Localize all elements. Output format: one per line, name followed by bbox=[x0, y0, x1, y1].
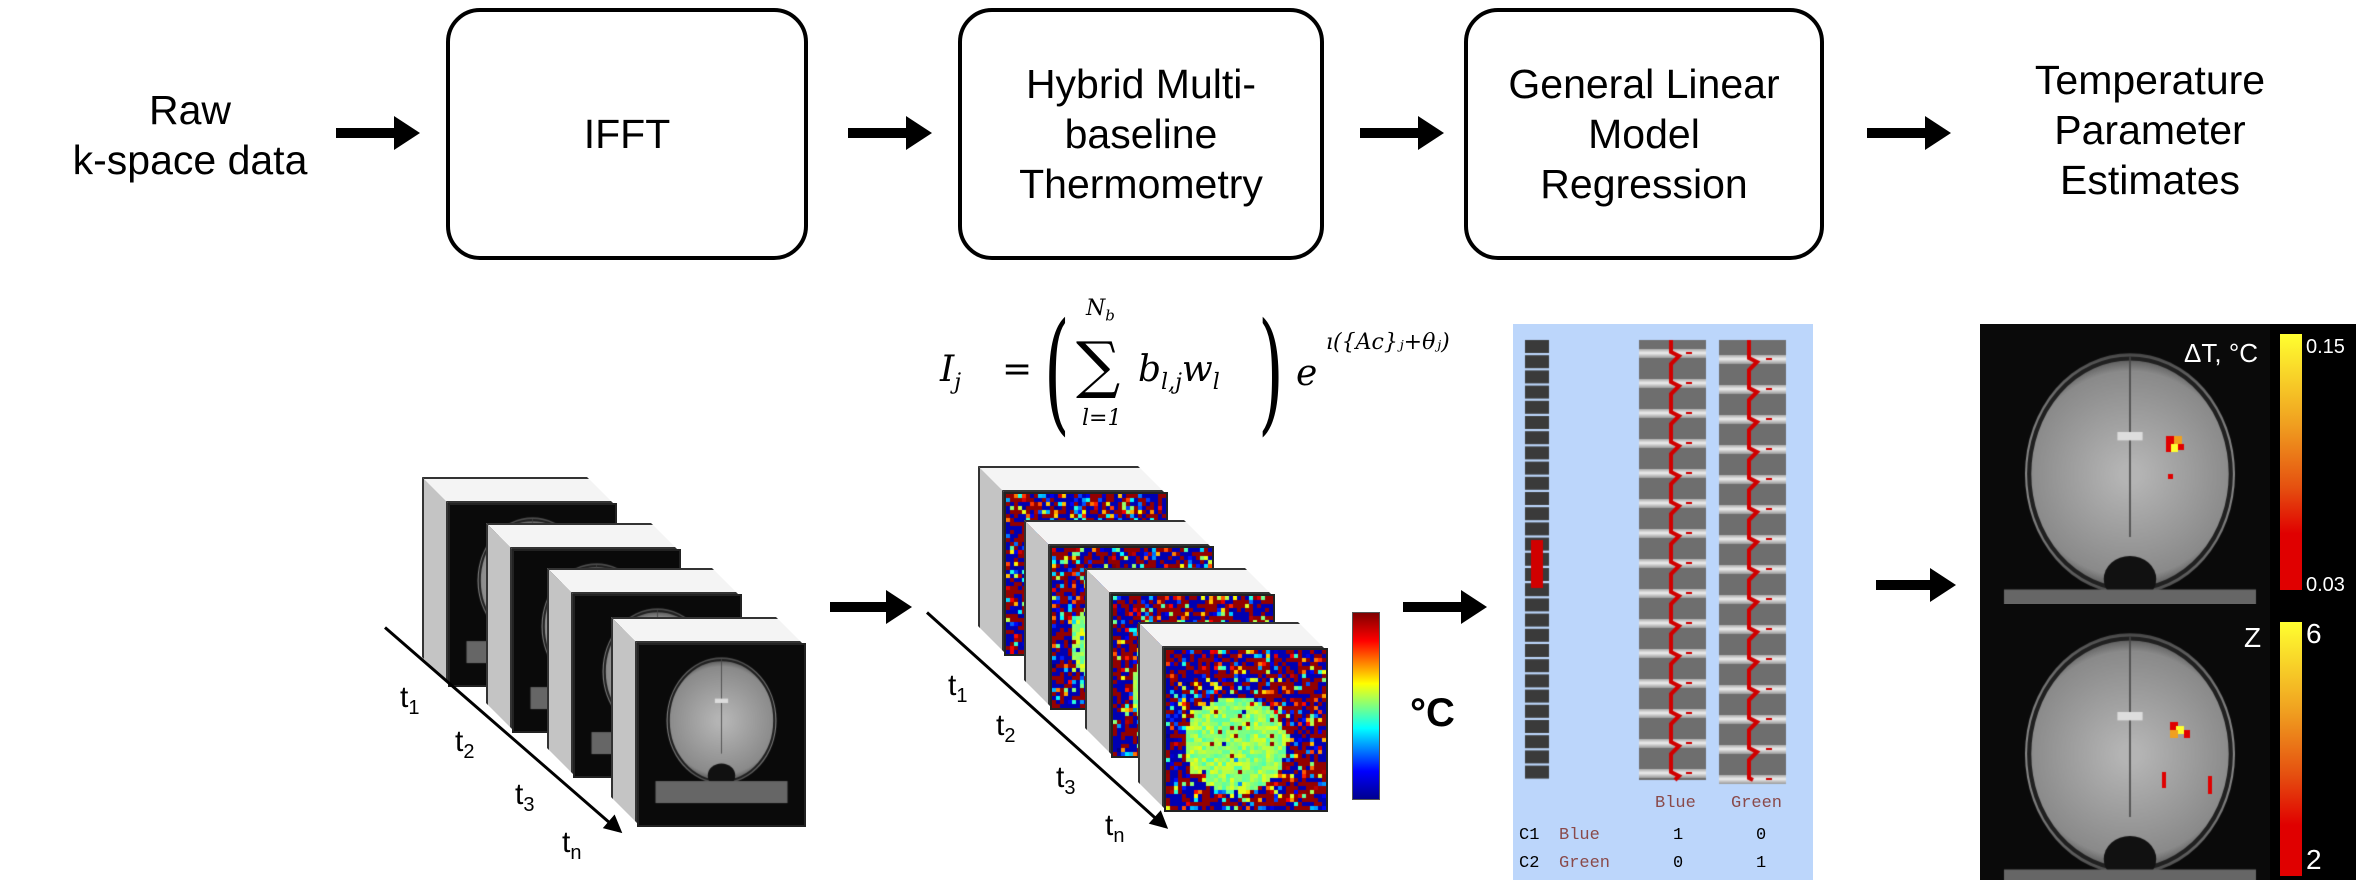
time-label: t1 bbox=[948, 669, 968, 707]
step-glm-regression: General Linear Model Regression bbox=[1464, 8, 1824, 260]
term-sub: l,j bbox=[1161, 370, 1182, 396]
frame-top-face bbox=[547, 568, 738, 594]
contrast-name: Green bbox=[1559, 854, 1611, 873]
output-label: Temperature Parameter Estimates bbox=[2034, 57, 2266, 203]
colorbar-min: 0.03 bbox=[2306, 574, 2345, 596]
frame-side-face bbox=[1024, 520, 1050, 706]
input-label: Raw k-space data bbox=[72, 87, 308, 183]
formula-eq: = bbox=[1002, 349, 1033, 390]
contrast-id: C1 bbox=[1519, 826, 1540, 845]
colorbar-max: 0.15 bbox=[2306, 336, 2345, 358]
arrow-icon bbox=[848, 116, 932, 150]
frame-top-face bbox=[422, 477, 613, 503]
sum-lower: l=1 bbox=[1082, 406, 1122, 431]
column-header: Green bbox=[1731, 794, 1783, 813]
time-label: t3 bbox=[515, 778, 535, 816]
design-matrix bbox=[1513, 324, 1813, 794]
brain-image bbox=[1980, 604, 2270, 880]
result-map-temperature: ΔT, °C 0.15 0.03 bbox=[1980, 324, 2356, 604]
step-ifft: IFFT bbox=[446, 8, 808, 260]
colorbar-max: 6 bbox=[2306, 618, 2322, 649]
map-label: Z bbox=[2244, 622, 2262, 653]
brain-image bbox=[1980, 324, 2270, 604]
contrast-id: C2 bbox=[1519, 854, 1540, 873]
formula-lhs: I bbox=[940, 349, 955, 390]
time-label: t1 bbox=[400, 681, 420, 719]
time-label: tn bbox=[562, 826, 582, 864]
frame-side-face bbox=[547, 568, 573, 774]
arrow-icon bbox=[1867, 116, 1951, 150]
contrast-value: 0 bbox=[1756, 826, 1767, 845]
arrow-icon bbox=[336, 116, 420, 150]
contrast-value: 0 bbox=[1673, 854, 1684, 873]
sum-upper-sub: b bbox=[1105, 306, 1115, 325]
frame-side-face bbox=[611, 617, 637, 823]
formula-exp-base: e bbox=[1296, 353, 1318, 394]
frame-top-face bbox=[1085, 568, 1271, 594]
frame-top-face bbox=[978, 466, 1164, 492]
colorbar bbox=[2280, 334, 2302, 590]
contrast-value: 1 bbox=[1673, 826, 1684, 845]
sum-upper: N bbox=[1086, 296, 1106, 321]
frame-side-face bbox=[486, 523, 512, 729]
colorbar bbox=[2280, 622, 2302, 876]
column-header: Blue bbox=[1655, 794, 1696, 813]
formula-exponent: ı({Ac}ⱼ+θⱼ) bbox=[1326, 330, 1450, 355]
result-map-z: Z 6 2 bbox=[1980, 604, 2356, 880]
design-matrix-panel: Blue Green C1 Blue 1 0 C2 Green 0 1 bbox=[1513, 324, 1813, 880]
frame-side-face bbox=[978, 466, 1004, 652]
frame-top-face bbox=[1024, 520, 1210, 546]
sum-symbol: ∑ bbox=[1076, 328, 1121, 401]
time-label: tn bbox=[1105, 809, 1125, 847]
map-label: ΔT, °C bbox=[2184, 338, 2258, 368]
formula-lhs-sub: j bbox=[954, 370, 962, 396]
temperature-unit: °C bbox=[1410, 691, 1455, 735]
frame-side-face bbox=[422, 477, 448, 683]
contrast-name: Blue bbox=[1559, 826, 1600, 845]
thermometry-formula: Ij = ( Nb ∑ l=1 bl,jwl ) e ı({Ac}ⱼ+θⱼ) bbox=[940, 295, 1450, 449]
frame-top-face bbox=[611, 617, 802, 643]
arrow-icon bbox=[1403, 590, 1487, 624]
contrast-value: 1 bbox=[1756, 854, 1767, 873]
time-label: t2 bbox=[996, 709, 1016, 747]
time-label: t2 bbox=[455, 725, 475, 763]
arrow-icon bbox=[1360, 116, 1444, 150]
temperature-map bbox=[1164, 648, 1328, 812]
step-hybrid-thermometry: Hybrid Multi- baseline Thermometry bbox=[958, 8, 1324, 260]
frame-top-face bbox=[1138, 622, 1324, 648]
formula-weight: w bbox=[1181, 349, 1213, 390]
image-frame bbox=[611, 617, 806, 827]
magnitude-image bbox=[637, 643, 806, 827]
arrow-icon bbox=[1876, 568, 1956, 602]
frame-side-face bbox=[1085, 568, 1111, 754]
formula-term: b bbox=[1138, 349, 1162, 390]
arrow-icon bbox=[830, 590, 912, 624]
weight-sub: l bbox=[1212, 370, 1220, 396]
time-label: t3 bbox=[1056, 761, 1076, 799]
colorbar-min: 2 bbox=[2306, 844, 2322, 875]
temperature-colorbar bbox=[1352, 612, 1380, 800]
frame-top-face bbox=[486, 523, 677, 549]
image-frame bbox=[1138, 622, 1328, 812]
frame-side-face bbox=[1138, 622, 1164, 808]
